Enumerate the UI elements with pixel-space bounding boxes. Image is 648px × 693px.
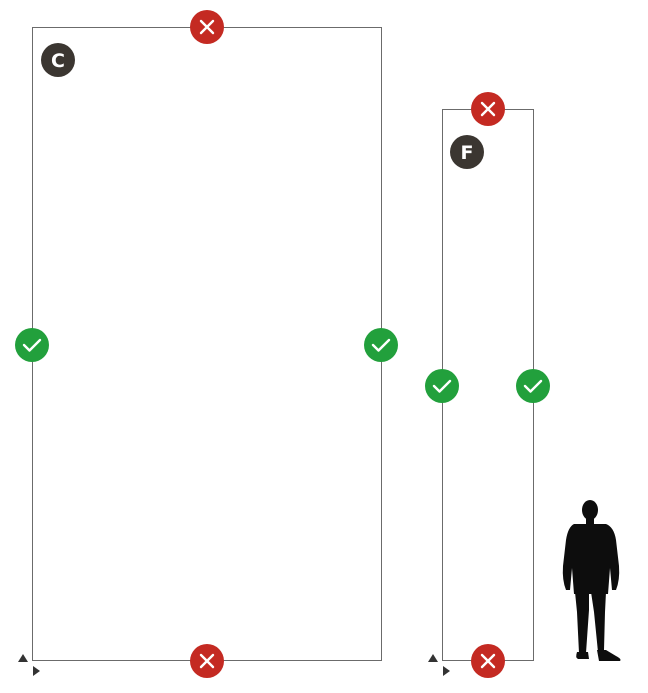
panel-c-label-circle [41, 43, 75, 77]
panel-f-right-check-icon [516, 369, 550, 403]
panel-f-corner-up-arrow-icon [428, 654, 438, 662]
panel-f-label-circle [450, 135, 484, 169]
panel-c-corner-right-arrow-icon [33, 666, 40, 676]
panel-c-right-check-icon [364, 328, 398, 362]
panel-c-corner-up-arrow-icon [18, 654, 28, 662]
panel-f-corner-right-arrow-icon [443, 666, 450, 676]
panel-f-label-badge: F [450, 135, 484, 169]
panel-f-label: F [461, 142, 474, 164]
panel-c-left-check-icon [15, 328, 49, 362]
panel-f-left-check-icon [425, 369, 459, 403]
panel-c-label: C [51, 50, 65, 72]
panel-f: F [425, 92, 550, 678]
panel-c: C [15, 10, 398, 678]
panel-c-top-cross-icon [190, 10, 224, 44]
panel-c-label-badge: C [41, 43, 75, 77]
panel-c-outline [32, 27, 382, 661]
person-silhouette-icon [562, 500, 621, 661]
panel-f-bottom-cross-icon [471, 644, 505, 678]
panel-c-bottom-cross-icon [190, 644, 224, 678]
panel-f-top-cross-icon [471, 92, 505, 126]
